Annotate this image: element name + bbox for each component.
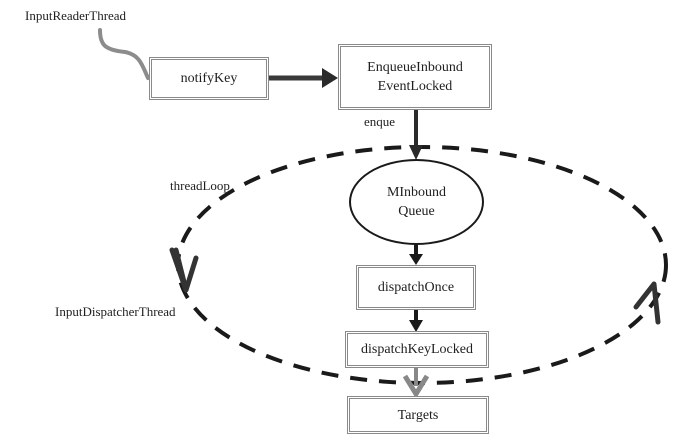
enque-label: enque xyxy=(364,114,396,129)
node-notify-key: notifyKey xyxy=(149,57,269,100)
thread-loop-label: threadLoop xyxy=(170,178,230,193)
node-enqueue-line1: EnqueueInbound xyxy=(367,60,463,75)
node-targets-text: Targets xyxy=(397,407,439,423)
node-queue-line2: Queue xyxy=(398,204,435,219)
node-dispatch-key-locked-text: dispatchKeyLocked xyxy=(361,342,473,357)
input-dispatcher-thread-label: InputDispatcherThread xyxy=(55,304,176,319)
arrowhead-notify-to-enqueue-icon xyxy=(322,68,338,88)
input-reader-thread-label: InputReaderThread xyxy=(25,8,127,23)
node-enqueue-line2: EventLocked xyxy=(377,79,453,94)
arrowhead-enqueue-to-queue-icon xyxy=(409,145,423,160)
arrowhead-dispatchonce-to-keylocked-icon xyxy=(409,320,423,332)
node-minbound-queue: MInbound Queue xyxy=(349,159,484,245)
node-enqueue-inbound-event-locked: EnqueueInbound EventLocked xyxy=(338,44,492,110)
node-dispatch-once: dispatchOnce xyxy=(356,265,476,310)
loop-arrowhead-left-icon xyxy=(169,247,199,293)
loop-arrowhead-right-icon xyxy=(633,281,661,325)
node-notify-key-text: notifyKey xyxy=(180,71,238,86)
reader-thread-connector xyxy=(98,28,150,80)
node-dispatch-key-locked: dispatchKeyLocked xyxy=(345,331,489,368)
node-queue-line1: MInbound xyxy=(386,185,447,200)
node-targets: Targets xyxy=(347,396,489,434)
arrowhead-keylocked-to-targets-icon xyxy=(402,374,430,399)
arrowhead-queue-to-dispatchonce-icon xyxy=(409,254,423,265)
node-dispatch-once-text: dispatchOnce xyxy=(377,280,455,295)
